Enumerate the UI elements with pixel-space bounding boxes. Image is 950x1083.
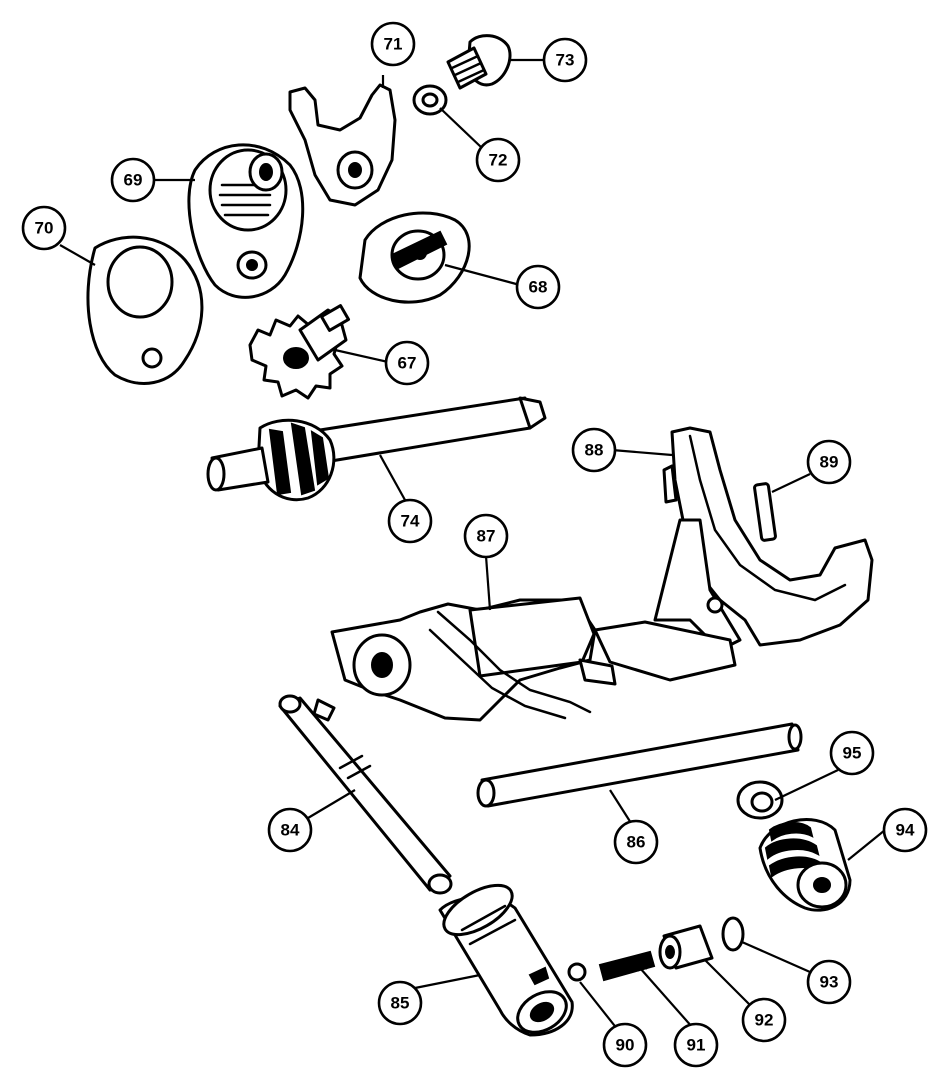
callout-86: 86 <box>613 819 659 865</box>
part-88-shift-fork <box>653 426 874 652</box>
callout-68: 68 <box>515 264 561 310</box>
svg-text:71: 71 <box>384 35 403 54</box>
part-68-cam <box>358 211 471 304</box>
part-90-ball <box>567 962 587 982</box>
svg-text:70: 70 <box>35 219 54 238</box>
svg-text:67: 67 <box>398 354 417 373</box>
callout-91: 91 <box>673 1022 719 1068</box>
svg-text:85: 85 <box>391 994 410 1013</box>
svg-text:87: 87 <box>477 527 496 546</box>
part-71-fork-lever <box>288 83 397 207</box>
callout-73: 73 <box>542 37 588 83</box>
svg-text:89: 89 <box>820 453 839 472</box>
callout-95: 95 <box>829 730 875 776</box>
callout-74: 74 <box>387 498 433 544</box>
part-74-gear-shaft <box>206 396 547 502</box>
svg-text:72: 72 <box>489 151 508 170</box>
svg-text:95: 95 <box>843 744 862 763</box>
part-87-fork <box>330 596 737 722</box>
callout-71: 71 <box>370 21 416 67</box>
leader-lines <box>59 58 886 1031</box>
part-89-pin <box>753 482 777 542</box>
svg-text:84: 84 <box>281 821 300 840</box>
svg-text:68: 68 <box>529 278 548 297</box>
callout-88: 88 <box>571 427 617 473</box>
svg-text:92: 92 <box>755 1011 774 1030</box>
callout-89: 89 <box>806 439 852 485</box>
svg-text:91: 91 <box>687 1036 706 1055</box>
callout-92: 92 <box>741 997 787 1043</box>
callout-70: 70 <box>21 205 67 251</box>
svg-text:88: 88 <box>585 441 604 460</box>
part-72-lock-washer <box>412 84 448 116</box>
part-95-washer <box>736 780 784 820</box>
part-84-selector-rod <box>278 694 453 895</box>
part-67-gear <box>248 304 351 400</box>
part-86-rod <box>476 722 803 808</box>
svg-text:69: 69 <box>124 171 143 190</box>
callout-67: 67 <box>384 340 430 386</box>
part-94-spring <box>758 818 852 912</box>
part-93-o-ring <box>721 916 745 952</box>
part-85-sleeve <box>438 883 574 1037</box>
part-73-bolt <box>446 34 512 90</box>
part-91-small-spring <box>598 950 656 982</box>
part-70-gasket <box>86 235 204 385</box>
part-69-cover <box>187 143 305 299</box>
svg-text:94: 94 <box>896 821 915 840</box>
svg-text:90: 90 <box>616 1036 635 1055</box>
svg-text:86: 86 <box>627 833 646 852</box>
callout-84: 84 <box>267 807 313 853</box>
svg-text:73: 73 <box>556 51 575 70</box>
callout-93: 93 <box>806 959 852 1005</box>
callout-90: 90 <box>602 1022 648 1068</box>
callout-85: 85 <box>377 980 423 1026</box>
svg-text:93: 93 <box>820 973 839 992</box>
callout-94: 94 <box>882 807 928 853</box>
part-92-bushing <box>658 924 714 970</box>
callout-72: 72 <box>475 137 521 183</box>
callout-87: 87 <box>463 513 509 559</box>
svg-text:74: 74 <box>401 512 420 531</box>
callout-69: 69 <box>110 157 156 203</box>
